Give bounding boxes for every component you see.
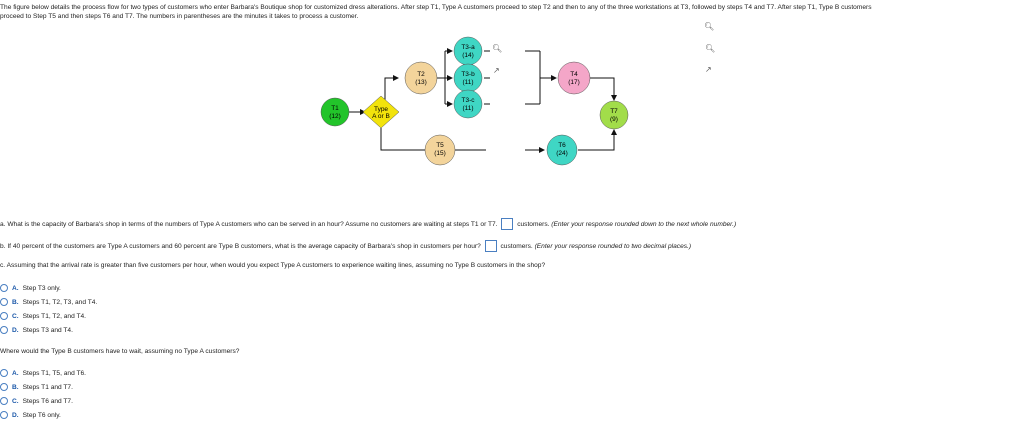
option-letter: D.	[12, 326, 19, 334]
svg-text:T5: T5	[436, 142, 444, 149]
option-text: Steps T1, T5, and T6.	[22, 369, 87, 377]
question-a: a. What is the capacity of Barbara's sho…	[0, 218, 736, 230]
radio-button[interactable]	[0, 326, 8, 334]
intro-line-1: The figure below details the process flo…	[0, 4, 872, 11]
option-letter: B.	[12, 298, 19, 306]
option-letter: C.	[12, 397, 19, 405]
open-external-icon[interactable]: ↗	[705, 65, 712, 74]
option-c-c[interactable]: C. Steps T1, T2, and T4.	[0, 312, 86, 320]
question-c-prompt: c. Assuming that the arrival rate is gre…	[0, 262, 546, 269]
svg-text:(11): (11)	[462, 105, 473, 112]
option-letter: C.	[12, 312, 19, 320]
radio-button[interactable]	[0, 397, 8, 405]
option-text: Steps T1, T2, and T4.	[22, 312, 87, 320]
svg-text:(14): (14)	[462, 52, 474, 59]
svg-text:(15): (15)	[434, 150, 446, 157]
node-type-decision: Type A or B	[362, 95, 400, 129]
option-c-b[interactable]: B. Steps T1, T2, T3, and T4.	[0, 298, 97, 306]
option-text: Steps T1, T2, T3, and T4.	[22, 298, 98, 306]
node-t7: T7 (9)	[599, 100, 629, 130]
svg-text:(12): (12)	[329, 113, 341, 120]
option-d-b[interactable]: B. Steps T1 and T7.	[0, 383, 73, 391]
question-a-text: a. What is the capacity of Barbara's sho…	[0, 220, 498, 228]
radio-button[interactable]	[0, 411, 8, 419]
option-c-a[interactable]: A. Step T3 only.	[0, 284, 61, 292]
intro-line-2: proceed to Step T5 and then steps T6 and…	[0, 13, 359, 20]
zoom-out-icon[interactable]: 🔍︎	[705, 44, 716, 53]
node-t3a: T3-a (14)	[453, 36, 483, 66]
intro-text: The figure below details the process flo…	[0, 3, 872, 21]
node-t3b: T3-b (11)	[453, 63, 483, 93]
svg-text:T6: T6	[558, 142, 566, 149]
node-t4: T4 (17)	[557, 61, 591, 95]
svg-text:T3-b: T3-b	[461, 71, 475, 78]
question-b-hint: (Enter your response rounded to two deci…	[534, 242, 692, 250]
answer-b-input[interactable]	[484, 240, 497, 252]
radio-button[interactable]	[0, 284, 8, 292]
svg-text:(17): (17)	[568, 79, 580, 86]
radio-button[interactable]	[0, 369, 8, 377]
open-external-icon-inline[interactable]: ↗	[493, 66, 500, 75]
option-d-a[interactable]: A. Steps T1, T5, and T6.	[0, 369, 86, 377]
svg-text:T1: T1	[331, 105, 339, 112]
svg-text:(13): (13)	[415, 79, 427, 86]
svg-text:A or B: A or B	[372, 113, 390, 120]
node-t5: T5 (15)	[424, 134, 456, 166]
question-b-text: b. If 40 percent of the customers are Ty…	[0, 242, 481, 250]
node-t1: T1 (12)	[320, 97, 350, 127]
option-letter: A.	[12, 369, 19, 377]
node-t2: T2 (13)	[404, 61, 438, 95]
zoom-in-icon-inline[interactable]: 🔍︎	[492, 44, 503, 53]
radio-button[interactable]	[0, 383, 8, 391]
svg-text:T3-a: T3-a	[461, 44, 475, 51]
question-b-unit: customers.	[500, 242, 533, 250]
option-letter: A.	[12, 284, 19, 292]
node-t3c: T3-c (11)	[453, 89, 483, 119]
option-d-d[interactable]: D. Step T6 only.	[0, 411, 61, 419]
option-text: Step T6 only.	[22, 411, 61, 419]
option-letter: D.	[12, 411, 19, 419]
svg-text:T4: T4	[570, 71, 578, 78]
question-a-unit: customers.	[517, 220, 550, 228]
radio-button[interactable]	[0, 298, 8, 306]
svg-text:T2: T2	[417, 71, 425, 78]
option-d-c[interactable]: C. Steps T6 and T7.	[0, 397, 73, 405]
svg-text:T3-c: T3-c	[462, 97, 476, 104]
question-b: b. If 40 percent of the customers are Ty…	[0, 240, 691, 252]
svg-text:T7: T7	[610, 108, 618, 115]
option-text: Step T3 only.	[22, 284, 61, 292]
option-text: Steps T6 and T7.	[22, 397, 73, 405]
svg-text:(9): (9)	[610, 116, 618, 123]
svg-text:(24): (24)	[556, 150, 568, 157]
question-d-prompt: Where would the Type B customers have to…	[0, 348, 240, 355]
answer-a-input[interactable]	[501, 218, 514, 230]
radio-button[interactable]	[0, 312, 8, 320]
option-text: Steps T3 and T4.	[22, 326, 73, 334]
option-c-d[interactable]: D. Steps T3 and T4.	[0, 326, 73, 334]
node-t6: T6 (24)	[546, 134, 578, 166]
svg-text:(11): (11)	[462, 79, 473, 86]
question-a-hint: (Enter your response rounded down to the…	[551, 220, 737, 228]
option-letter: B.	[12, 383, 19, 391]
zoom-in-icon[interactable]: 🔍︎	[704, 22, 715, 31]
svg-text:Type: Type	[374, 106, 388, 113]
option-text: Steps T1 and T7.	[22, 383, 73, 391]
